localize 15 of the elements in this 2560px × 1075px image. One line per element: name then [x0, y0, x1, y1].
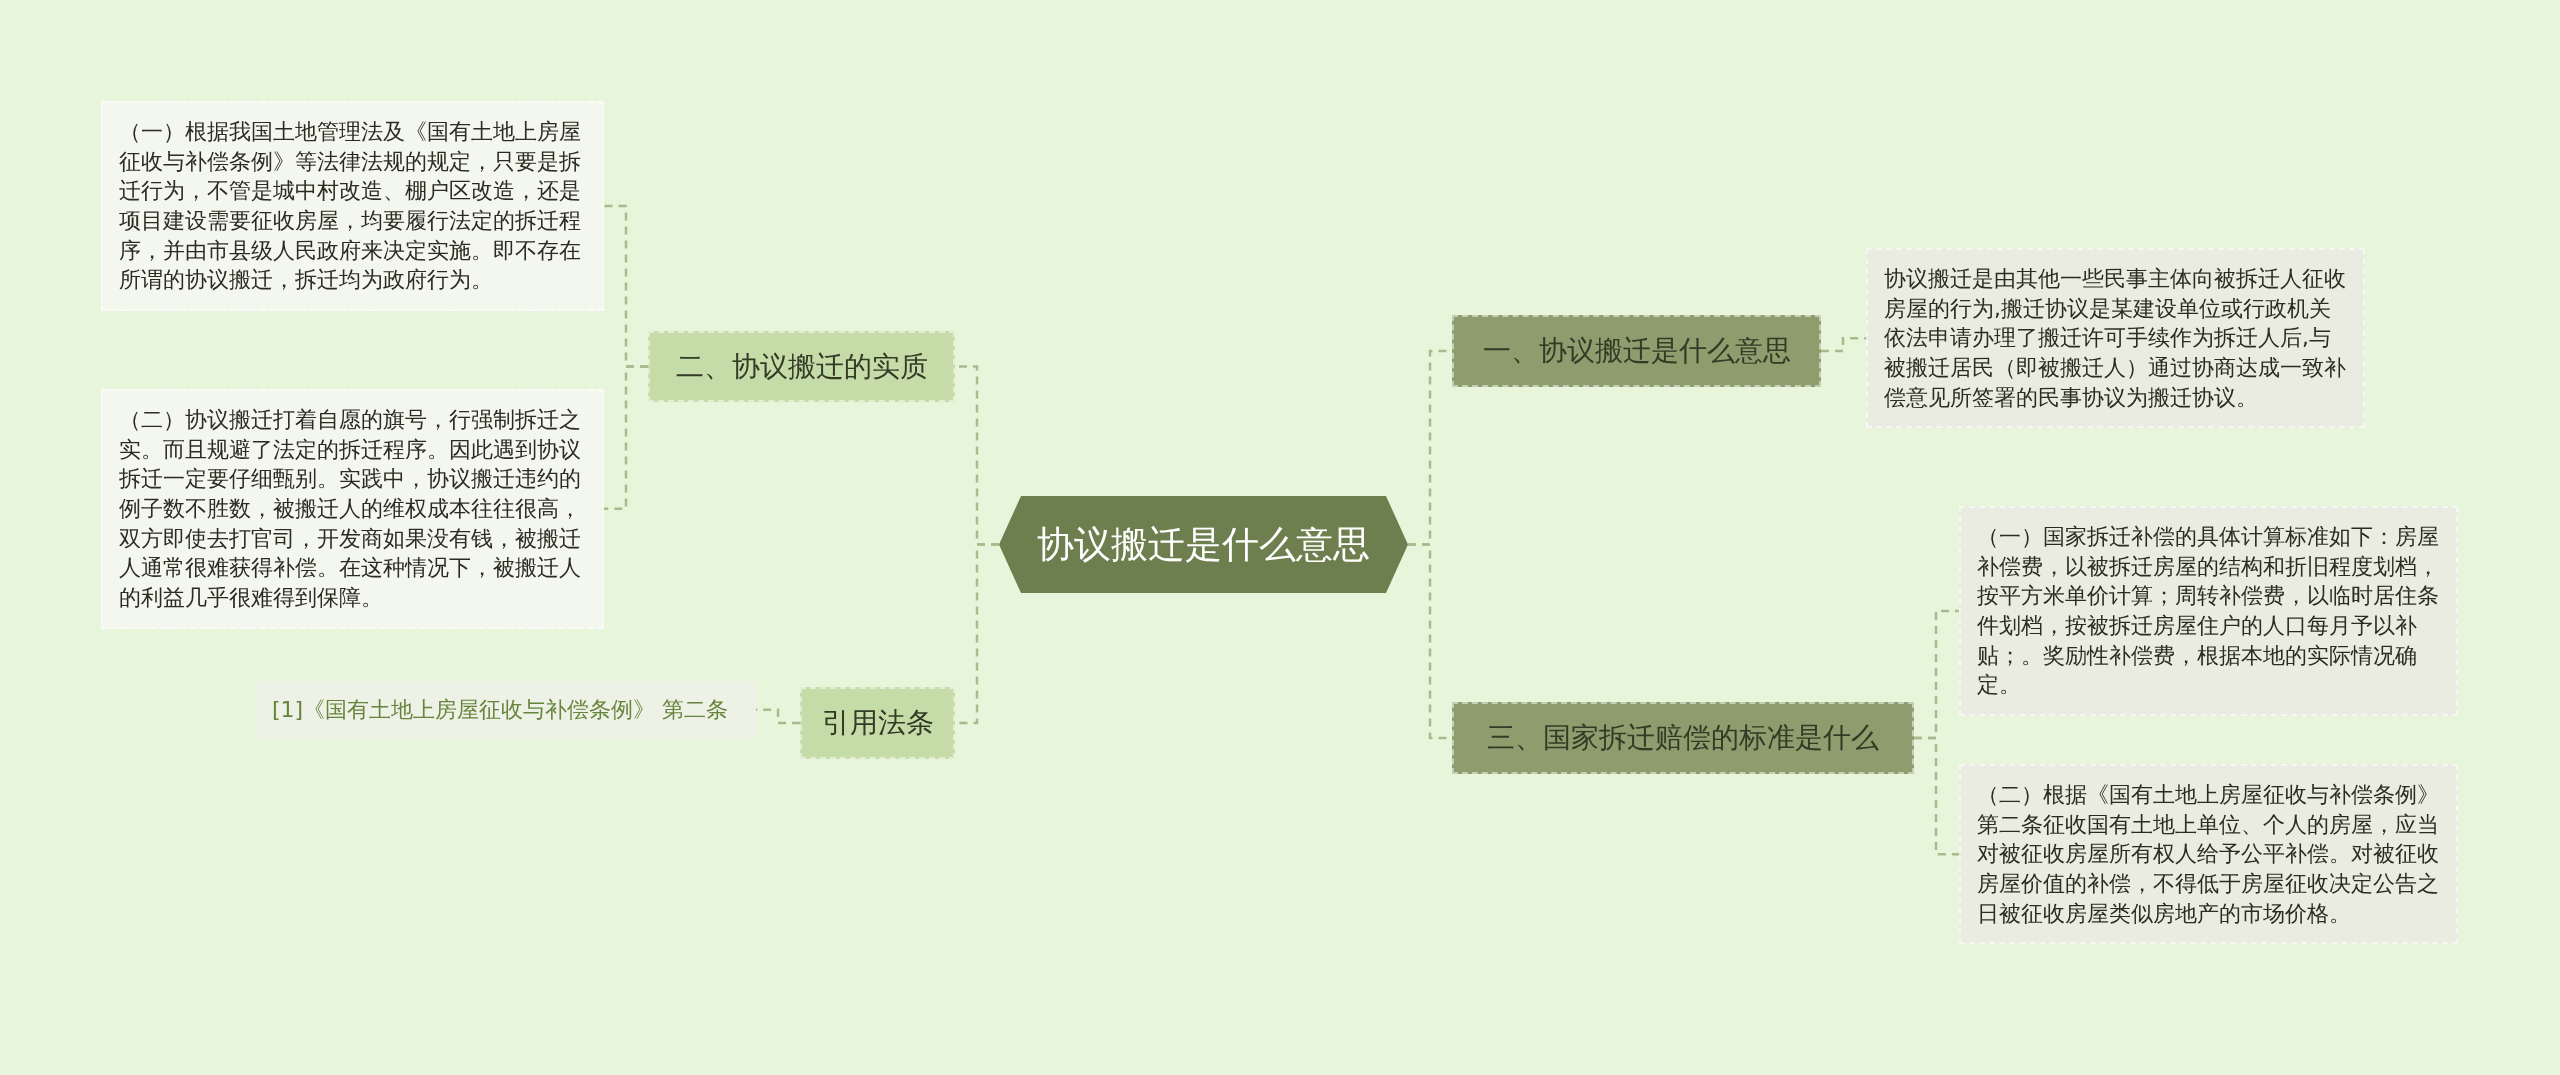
note-card: （一）根据我国土地管理法及《国有土地上房屋征收与补偿条例》等法律法规的规定，只要是拆迁行为，不管是城中村改造、棚户区改造，还是项目建设需要征收房屋，均要履行法定的拆迁程序，并由市县级人民政府来决定实施。即不存在所谓的协议搬迁，拆迁均为政府行为。: [101, 101, 604, 311]
topic-box: 三、国家拆迁赔偿的标准是什么: [1452, 702, 1914, 774]
central-topic-hexagon: [999, 496, 1408, 593]
note-card: （一）国家拆迁补偿的具体计算标准如下：房屋补偿费，以被拆迁房屋的结构和折旧程度划档，按平方米单价计算；周转补偿费，以临时居住条件划档，按被拆迁房屋住户的人口每月予以补贴；。奖励性补偿费，根据本地的实际情况确定。: [1959, 506, 2458, 716]
note-card: 协议搬迁是由其他一些民事主体向被拆迁人征收房屋的行为,搬迁协议是某建设单位或行政机关依法申请办理了搬迁许可手续作为拆迁人后,与被搬迁居民（即被搬迁人）通过协商达成一致补偿意见所签署的民事协议为搬迁协议。: [1866, 248, 2365, 429]
connector-line: [1821, 336, 1866, 353]
connector-line: [1914, 736, 1959, 856]
note-card: （二）根据《国有土地上房屋征收与补偿条例》第二条征收国有土地上单位、个人的房屋，应当对被征收房屋所有权人给予公平补偿。对被征收房屋价值的补偿，不得低于房屋征收决定公告之日被征收房屋类似房地产的市场价格。: [1959, 764, 2458, 945]
note-card: （二）协议搬迁打着自愿的旗号，行强制拆迁之实。而且规避了法定的拆迁程序。因此遇到协议拆迁一定要仔细甄别。实践中，协议搬迁违约的例子数不胜数，被搬迁人的维权成本往往很高，双方即使去打官司，开发商如果没有钱，被搬迁人通常很难获得补偿。在这种情况下，被搬迁人的利益几乎很难得到保障。: [101, 389, 604, 629]
citation-card: [1]《国有土地上房屋征收与补偿条例》 第二条: [256, 681, 756, 739]
topic-text: 协议搬迁是什么意思: [1037, 521, 1370, 568]
connector-line: [604, 365, 648, 511]
topic-box: 一、协议搬迁是什么意思: [1452, 315, 1821, 387]
topic-box: 引用法条: [800, 687, 955, 759]
topic-box: 二、协议搬迁的实质: [648, 331, 955, 402]
